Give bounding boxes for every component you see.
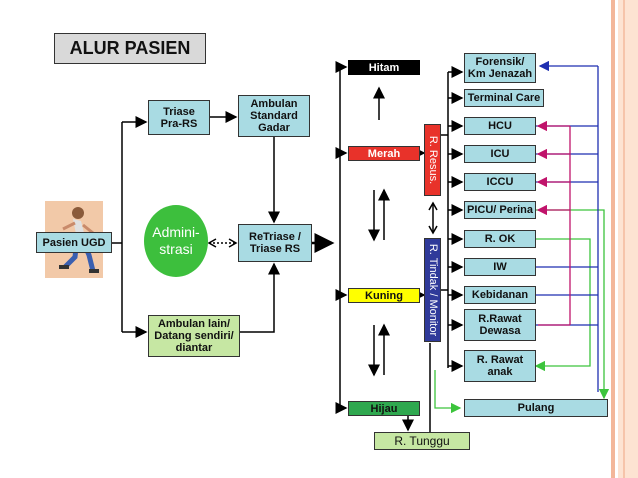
arrow-hijau-pulang	[434, 370, 462, 414]
dest-iw: IW	[464, 258, 536, 276]
dest-kebidanan: Kebidanan	[464, 286, 536, 304]
node-pasien-ugd: Pasien UGD	[36, 232, 112, 253]
triage-kuning: Kuning	[348, 288, 420, 303]
dest-picu: PICU/ Perina	[464, 201, 536, 219]
triage-merah: Merah	[348, 146, 420, 161]
dest-r-ok: R. OK	[464, 230, 536, 248]
dest-rawat-dewasa: R.Rawat Dewasa	[464, 309, 536, 341]
dest-icu: ICU	[464, 145, 536, 163]
dest-rawat-anak: R. Rawat anak	[464, 350, 536, 382]
arrow-ambulanlain-retriase	[240, 262, 280, 333]
node-ambulan-lain: Ambulan lain/ Datang sendiri/ diantar	[148, 315, 240, 357]
arrow-admin-head-right	[228, 238, 238, 248]
arrow-rok-rawatanak	[534, 238, 591, 372]
arrow-admin-head-left	[207, 238, 217, 248]
room-r-resus-label: R. Resus.	[426, 135, 439, 185]
page-title: ALUR PASIEN	[54, 33, 206, 64]
node-r-tunggu: R. Tunggu	[374, 432, 470, 450]
arrow-tindak-head-down	[428, 225, 438, 235]
room-r-resus: R. Resus.	[424, 124, 441, 196]
node-retriase: ReTriase / Triase RS	[238, 224, 312, 262]
slide-border-stripe	[611, 0, 615, 478]
dest-pulang: Pulang	[464, 399, 608, 417]
triage-hijau: Hijau	[348, 401, 420, 416]
room-r-tindak-label: R. Tindak / Monitor	[426, 243, 439, 337]
node-ambulan-standard: Ambulan Standard Gadar	[238, 95, 310, 137]
dest-iccu: ICCU	[464, 173, 536, 191]
dest-forensik: Forensik/ Km Jenazah	[464, 53, 536, 83]
room-r-tindak: R. Tindak / Monitor	[424, 238, 441, 342]
dest-terminal-care: Terminal Care	[464, 89, 544, 107]
node-triase-prars: Triase Pra-RS	[148, 100, 210, 135]
arrow-resus-head-up	[428, 201, 438, 211]
dest-hcu: HCU	[464, 117, 536, 135]
node-administrasi: Admini- strasi	[144, 205, 208, 277]
slide-border-line	[623, 0, 625, 478]
triage-hitam: Hitam	[348, 60, 420, 75]
